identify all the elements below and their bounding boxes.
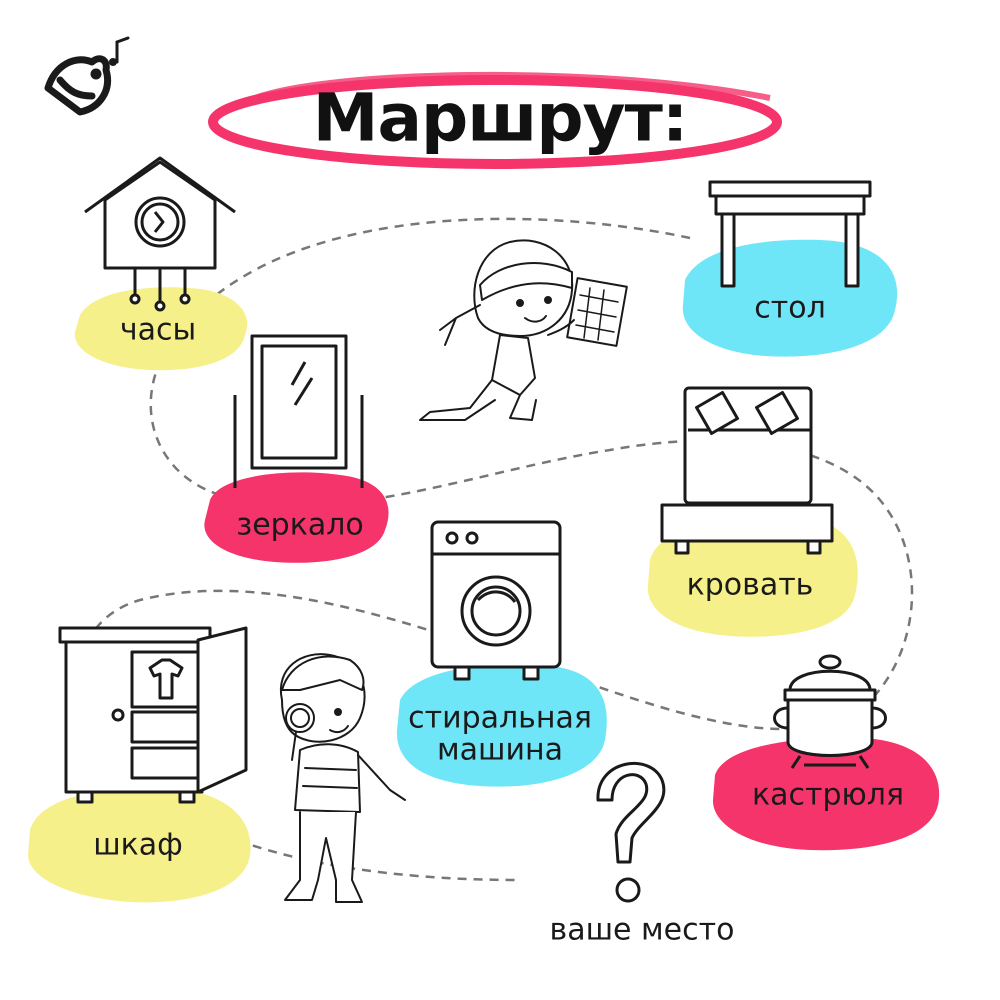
question-mark-icon <box>596 761 666 903</box>
blob-zerkalo <box>204 472 389 563</box>
table-icon <box>708 180 872 288</box>
bed-icon <box>660 386 834 555</box>
label-zerkalo: зеркало <box>236 507 364 543</box>
label-stiralnaya-mashina: стиральная машина <box>408 700 592 767</box>
girl-with-map-illustration <box>419 239 628 421</box>
label-krovat: кровать <box>686 567 814 603</box>
label-shkaf: шкаф <box>93 827 183 863</box>
dashed-route-path <box>77 217 914 882</box>
boy-with-magnifier-illustration <box>279 653 406 903</box>
blob-kastryulya <box>712 737 940 851</box>
label-stol: стол <box>754 290 826 326</box>
standing-mirror-icon <box>233 334 364 488</box>
label-kastryulya: кастрюля <box>752 777 904 813</box>
bird-with-music-note-icon <box>44 36 130 116</box>
blob-krovat <box>647 514 858 637</box>
label-vashe-mesto: ваше место <box>549 912 735 948</box>
blob-stiralnaya <box>396 664 607 787</box>
blob-stol <box>682 239 898 357</box>
wardrobe-icon <box>58 626 248 804</box>
page-title: Маршрут: <box>312 79 688 157</box>
washing-machine-icon <box>430 520 562 681</box>
label-chasy: часы <box>119 312 197 348</box>
blob-shkaf <box>28 787 251 903</box>
cuckoo-clock-icon <box>84 156 236 312</box>
pot-icon <box>773 654 887 769</box>
title-highlight-ellipse <box>208 71 782 169</box>
blob-chasy <box>74 287 248 371</box>
